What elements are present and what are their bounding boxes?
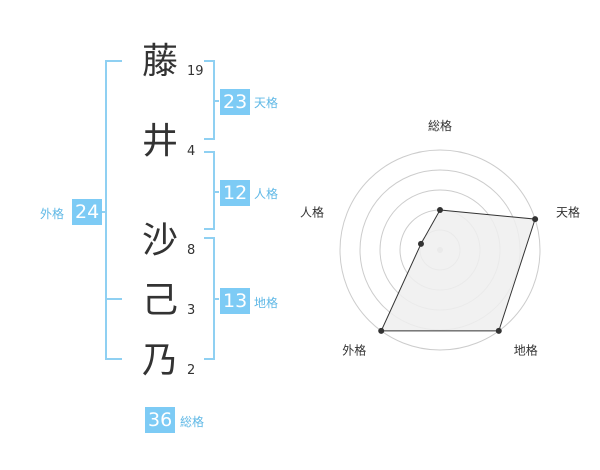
chikaku-badge: 13 (220, 288, 251, 314)
tenkaku-label: 天格 (254, 96, 279, 110)
radar-point-1 (437, 207, 443, 213)
radar-axis-label-3: 地格 (514, 343, 538, 358)
jinkaku-badge: 12 (220, 180, 251, 206)
radar-series-area (380, 209, 536, 332)
radar-axis-label-4: 外格 (342, 343, 366, 358)
radar-point-5 (417, 240, 424, 247)
soukaku-badge: 36 (145, 407, 176, 433)
chikaku-label: 地格 (254, 296, 279, 310)
gaikaku-badge: 24 (72, 199, 103, 225)
soukaku-label: 総格 (180, 415, 205, 429)
gaikaku-bracket (105, 60, 122, 360)
gaikaku-label: 外格 (40, 207, 65, 221)
radar-axis-label-1: 総格 (428, 118, 452, 133)
name-char-5: 乃 (141, 340, 178, 381)
radar-axis-label-5: 人格 (300, 204, 324, 219)
name-char-2: 井 (141, 121, 178, 162)
radar-point-2 (532, 216, 539, 223)
radar-axis-label-2: 天格 (556, 204, 580, 219)
stroke-count-1: 19 (187, 64, 204, 79)
jinkaku-bracket (204, 151, 215, 230)
stroke-count-4: 3 (187, 303, 196, 318)
name-char-1: 藤 (141, 41, 178, 82)
radar-grid-ring (339, 149, 541, 351)
radar-point-3 (495, 327, 502, 334)
name-char-3: 沙 (141, 220, 178, 261)
jinkaku-label: 人格 (254, 187, 279, 201)
stroke-count-3: 8 (187, 243, 196, 258)
radar-point-4 (378, 327, 385, 334)
name-char-4: 己 (141, 280, 178, 321)
stroke-count-2: 4 (187, 144, 196, 159)
stroke-count-5: 2 (187, 363, 196, 378)
tenkaku-badge: 23 (220, 89, 251, 115)
